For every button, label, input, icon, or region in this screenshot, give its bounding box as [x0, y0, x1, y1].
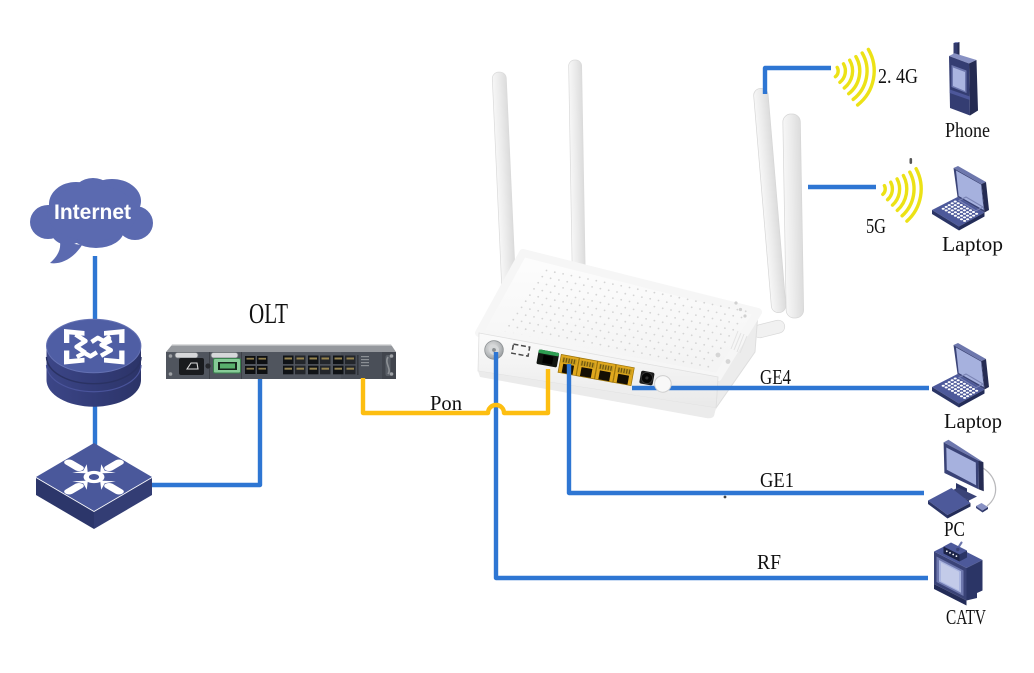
- svg-text:Laptop: Laptop: [944, 409, 1002, 433]
- svg-text:RF: RF: [757, 550, 781, 574]
- svg-text:Internet: Internet: [54, 201, 131, 224]
- svg-text:OLT: OLT: [249, 298, 288, 330]
- svg-text:Phone: Phone: [945, 118, 990, 142]
- svg-text:2. 4G: 2. 4G: [878, 64, 918, 88]
- svg-text:5G: 5G: [866, 214, 886, 238]
- svg-text:GE4: GE4: [760, 365, 791, 389]
- svg-text:Pon: Pon: [430, 391, 462, 415]
- svg-text:Laptop: Laptop: [942, 232, 1003, 256]
- svg-text:PC: PC: [944, 517, 965, 541]
- svg-text:GE1: GE1: [760, 468, 794, 492]
- svg-text:CATV: CATV: [946, 605, 986, 629]
